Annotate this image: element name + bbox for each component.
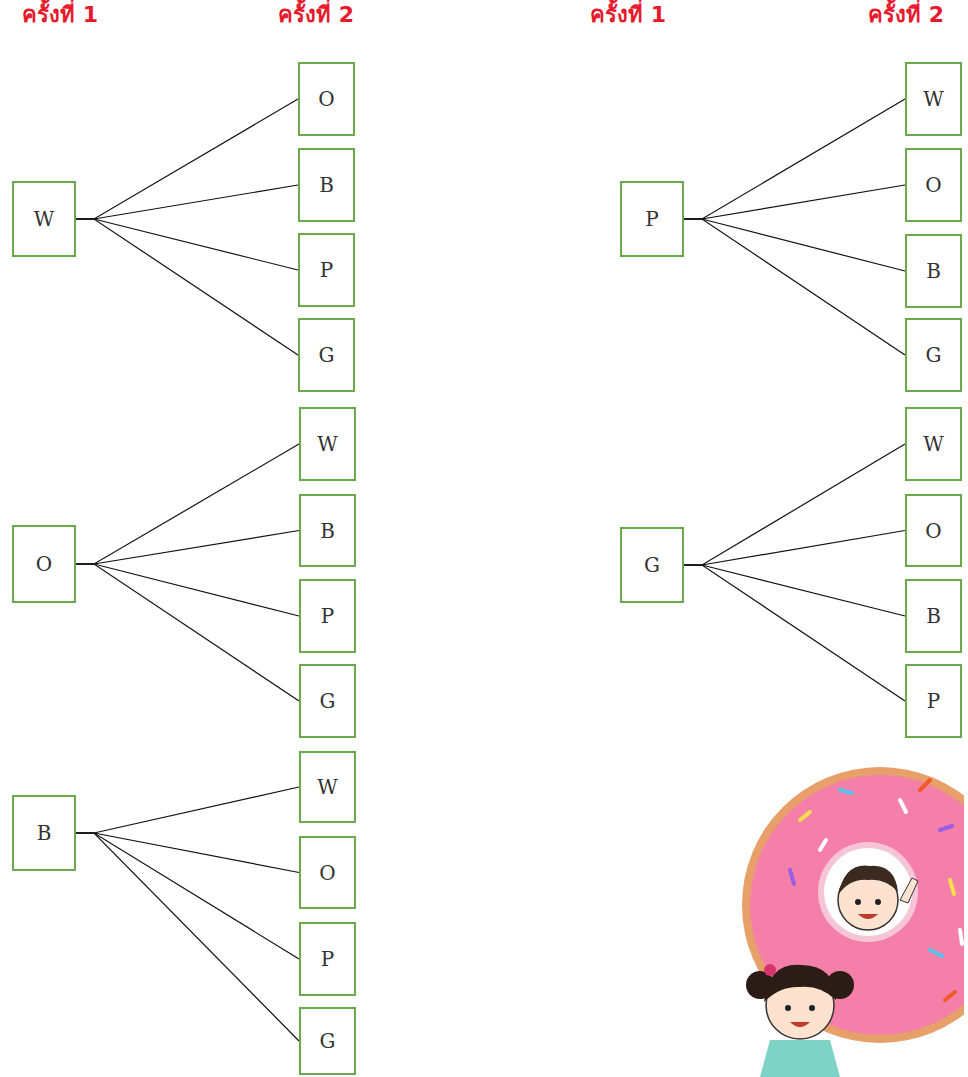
color-letter: P xyxy=(927,691,940,711)
color-letter: O xyxy=(36,554,52,574)
color-letter: O xyxy=(925,521,941,541)
branch-line xyxy=(684,565,905,616)
color-letter: P xyxy=(321,949,334,969)
branch-line xyxy=(76,833,299,873)
first-draw-box: P xyxy=(620,181,684,257)
second-draw-box: G xyxy=(299,664,356,738)
second-draw-box: O xyxy=(905,494,962,567)
second-draw-box: O xyxy=(905,148,962,222)
second-draw-box: G xyxy=(905,318,962,392)
branch-line xyxy=(76,531,299,565)
first-draw-box: B xyxy=(12,795,76,871)
column-heading: ครั้งที่ 2 xyxy=(278,2,354,28)
color-letter: O xyxy=(318,89,334,109)
branch-line xyxy=(76,833,299,1041)
branch-line xyxy=(684,185,905,219)
first-draw-box: W xyxy=(12,181,76,257)
color-letter: O xyxy=(925,175,941,195)
branch-line xyxy=(76,185,298,219)
second-draw-box: P xyxy=(299,579,356,653)
color-letter: W xyxy=(923,89,944,109)
second-draw-box: W xyxy=(905,407,962,481)
color-letter: G xyxy=(319,345,335,365)
color-letter: O xyxy=(319,863,335,883)
column-heading: ครั้งที่ 2 xyxy=(868,2,944,28)
branch-line xyxy=(684,565,905,701)
second-draw-box: W xyxy=(299,751,356,823)
second-draw-box: B xyxy=(905,579,962,653)
color-letter: G xyxy=(320,1031,336,1051)
color-letter: B xyxy=(926,261,941,281)
color-letter: G xyxy=(644,555,660,575)
branch-line xyxy=(684,531,905,566)
branch-line xyxy=(76,444,299,564)
branch-line xyxy=(684,444,905,565)
color-letter: P xyxy=(645,209,658,229)
branch-line xyxy=(684,219,905,355)
color-letter: W xyxy=(923,434,944,454)
column-heading: ครั้งที่ 1 xyxy=(22,2,98,28)
color-letter: B xyxy=(926,606,941,626)
branch-line xyxy=(76,219,298,270)
branch-line xyxy=(684,99,905,219)
first-draw-box: G xyxy=(620,527,684,603)
branch-line xyxy=(76,564,299,701)
color-letter: B xyxy=(320,521,335,541)
second-draw-box: W xyxy=(299,407,356,481)
branch-line xyxy=(684,219,905,271)
second-draw-box: P xyxy=(905,664,962,738)
second-draw-box: O xyxy=(298,62,355,136)
color-letter: W xyxy=(34,209,55,229)
color-letter: G xyxy=(320,691,336,711)
branch-line xyxy=(76,99,298,219)
color-letter: B xyxy=(37,823,52,843)
color-letter: P xyxy=(321,606,334,626)
second-draw-box: B xyxy=(299,494,356,567)
second-draw-box: P xyxy=(298,233,355,307)
second-draw-box: B xyxy=(298,148,355,222)
branch-line xyxy=(76,787,299,833)
second-draw-box: G xyxy=(299,1007,356,1075)
second-draw-box: B xyxy=(905,234,962,308)
branch-line xyxy=(76,564,299,616)
color-letter: W xyxy=(317,434,338,454)
color-letter: B xyxy=(319,175,334,195)
column-heading: ครั้งที่ 1 xyxy=(590,2,666,28)
branch-line xyxy=(76,833,299,959)
color-letter: W xyxy=(317,777,338,797)
second-draw-box: W xyxy=(905,62,962,136)
color-letter: G xyxy=(926,345,942,365)
first-draw-box: O xyxy=(12,525,76,603)
color-letter: P xyxy=(320,260,333,280)
second-draw-box: G xyxy=(298,318,355,392)
second-draw-box: P xyxy=(299,922,356,996)
branch-line xyxy=(76,219,298,355)
second-draw-box: O xyxy=(299,836,356,909)
